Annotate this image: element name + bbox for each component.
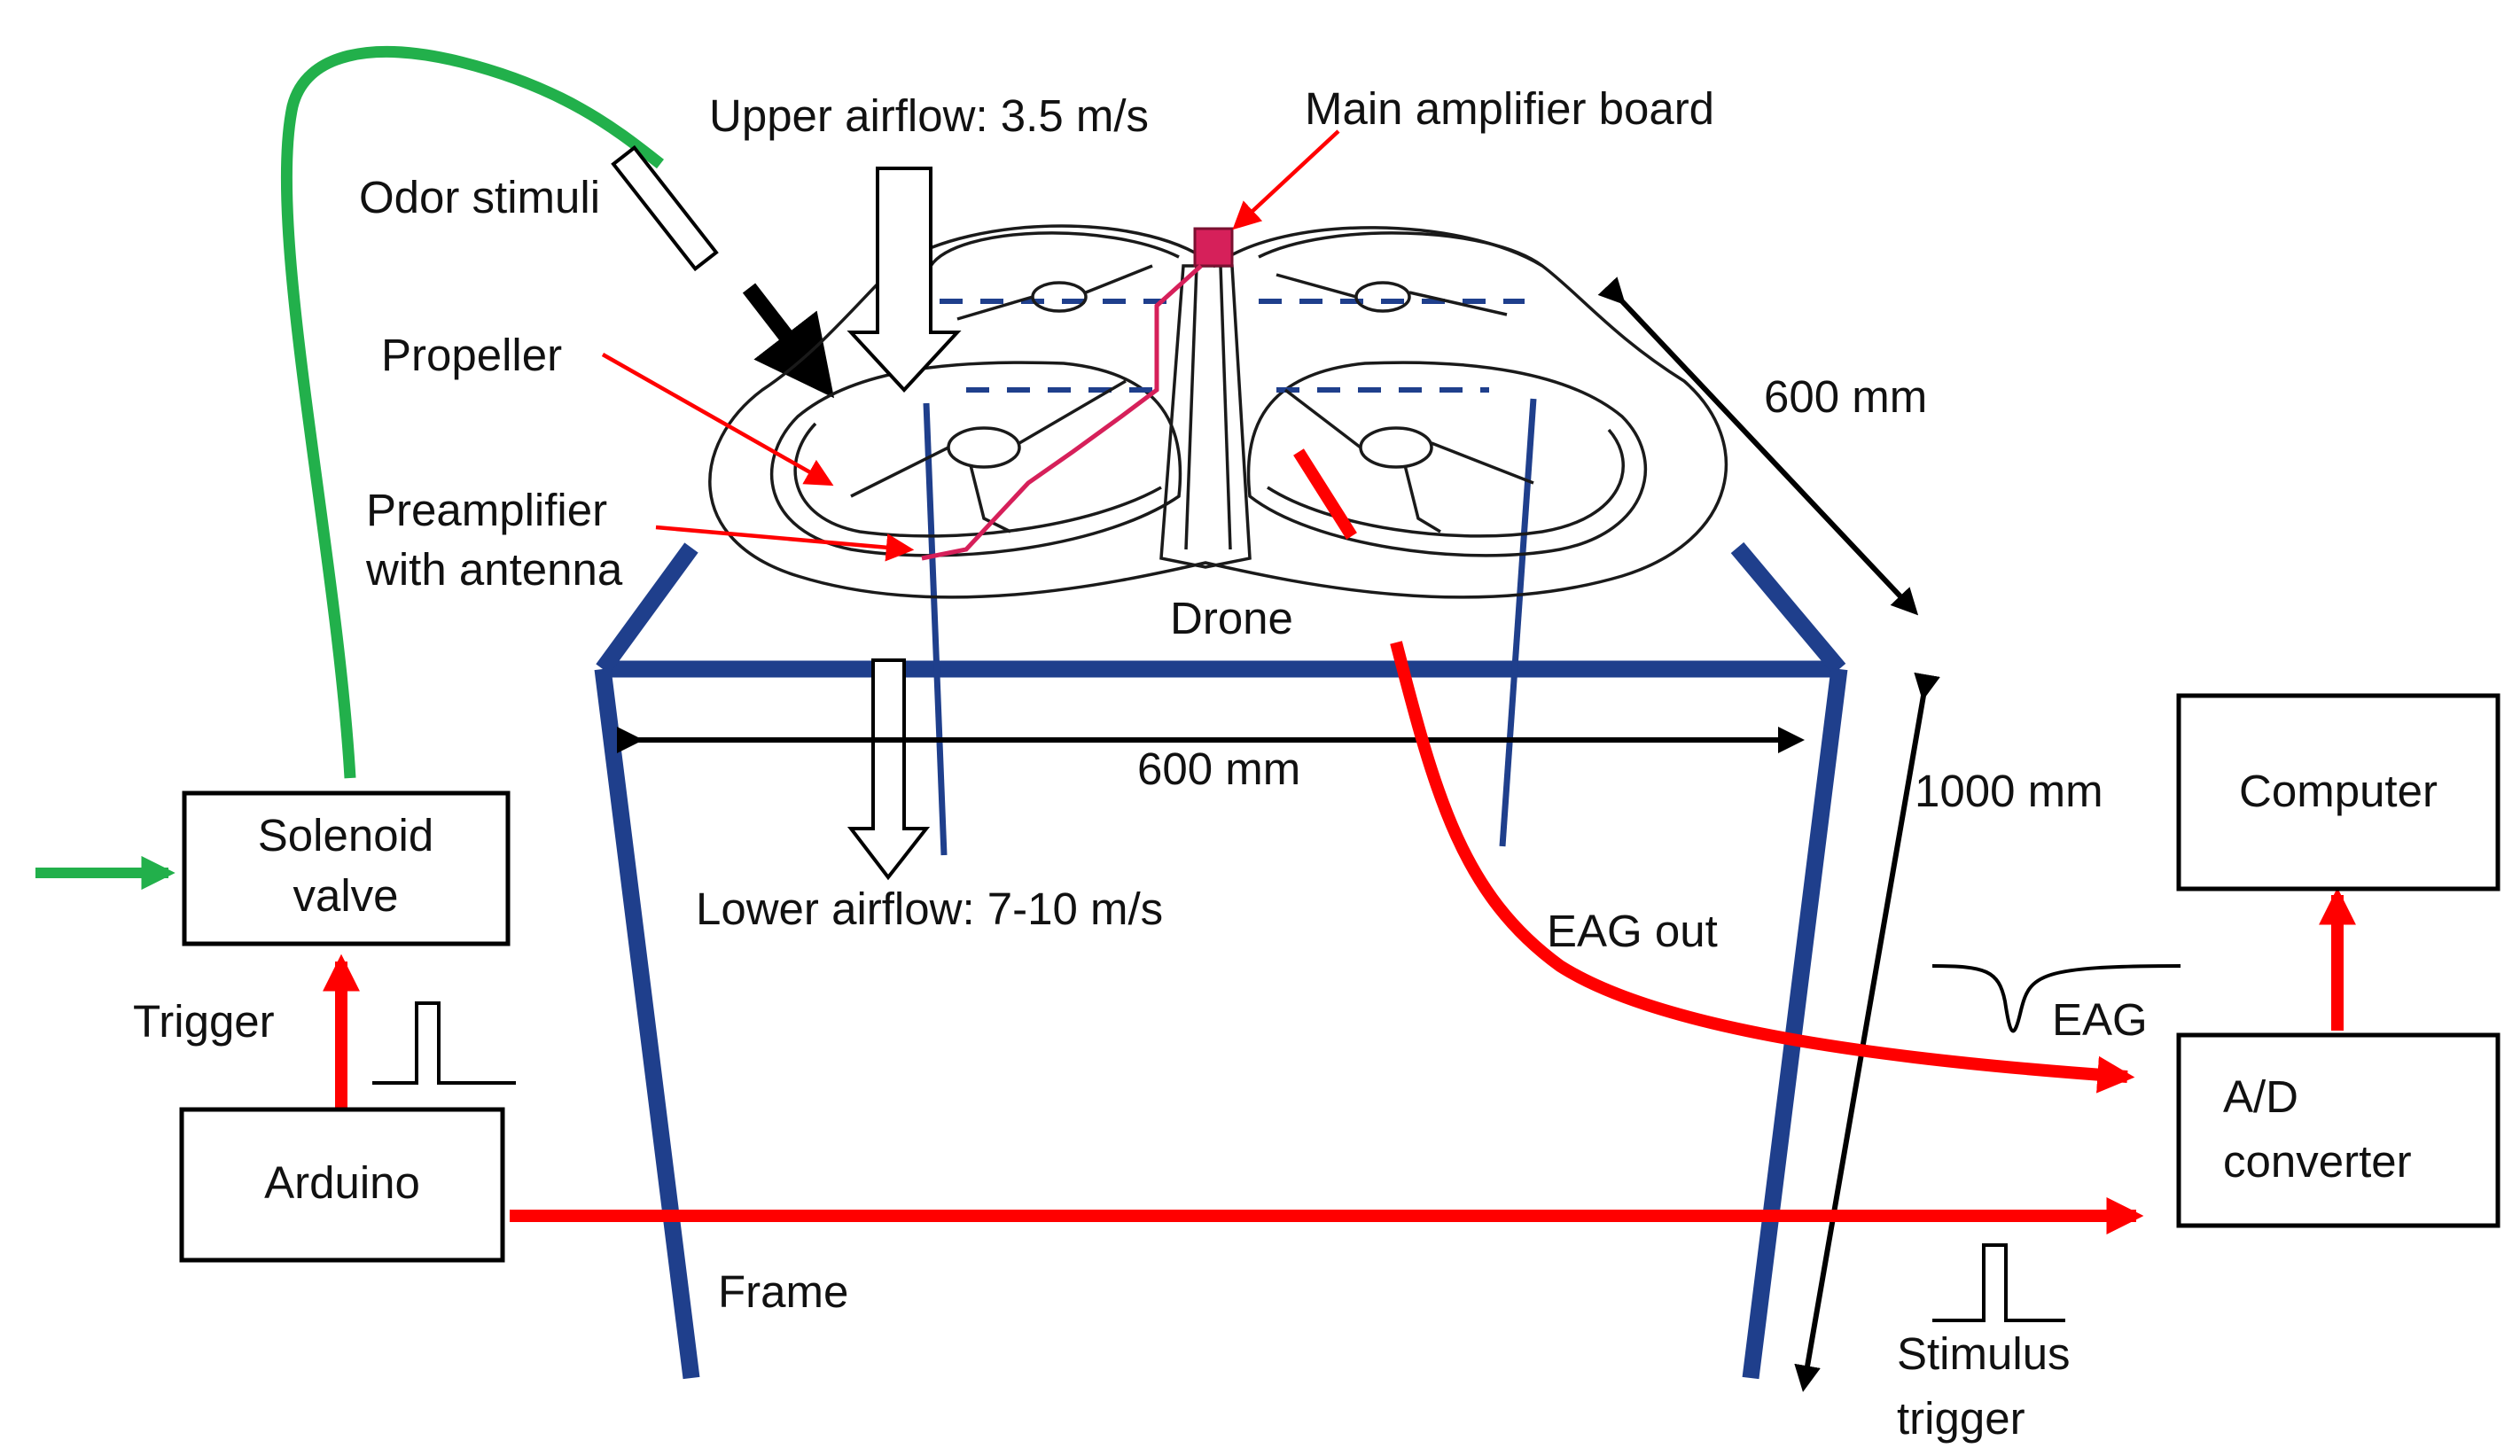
arduino-box: Arduino: [179, 1107, 505, 1263]
preamplifier-label-line2: with antenna: [365, 544, 623, 595]
dimension-depth-arrow: [1597, 276, 1919, 616]
drone: [708, 224, 1728, 599]
propeller-rear-right: [1276, 273, 1508, 316]
width-dimension-label: 600 mm: [1137, 744, 1300, 794]
propeller-front-left: [850, 379, 1127, 533]
preamplifier-pointer: [655, 525, 915, 562]
depth-dimension-label: 600 mm: [1764, 371, 1927, 422]
ad-label-line1: A/D: [2223, 1071, 2298, 1122]
eag-waveform: [1931, 964, 2181, 1033]
eag-out-label: EAG out: [1547, 906, 1718, 956]
odor-cartridge: [611, 144, 719, 272]
computer-label: Computer: [2239, 766, 2438, 816]
main-amplifier-label: Main amplifier board: [1305, 83, 1714, 134]
frame-label: Frame: [718, 1266, 848, 1317]
lower-airflow-arrow: [847, 658, 931, 881]
propeller-rear-left: [956, 264, 1153, 321]
propeller-pointer: [601, 353, 834, 487]
height-dimension-label: 1000 mm: [1915, 766, 2103, 816]
propeller-label: Propeller: [381, 330, 562, 380]
propeller-front-right: [1283, 388, 1534, 533]
odor-tube: [280, 45, 664, 779]
eag-out-signal: [1293, 448, 2127, 1077]
preamplifier-label-line1: Preamplifier: [366, 485, 607, 535]
odor-release-arrow: [742, 283, 835, 399]
ad-label-line2: converter: [2223, 1136, 2412, 1187]
solenoid-valve-box: Solenoid valve: [182, 790, 511, 946]
odor-stimuli-label: Odor stimuli: [359, 172, 600, 222]
preamp-wire: [921, 264, 1203, 561]
dimension-height-arrow: [1794, 672, 1940, 1392]
ad-converter-box: A/D converter: [2176, 1032, 2500, 1228]
stimulus-trigger-label-line1: Stimulus: [1897, 1328, 2071, 1379]
eag-label: EAG: [2052, 994, 2148, 1045]
main-amplifier-board: [1193, 227, 1234, 268]
lower-airflow-label: Lower airflow: 7-10 m/s: [696, 884, 1163, 934]
stimulus-pulse-waveform: [1932, 1243, 2065, 1322]
amplifier-pointer: [1232, 129, 1340, 230]
solenoid-label-line2: valve: [293, 870, 398, 921]
arduino-label: Arduino: [264, 1157, 420, 1208]
trigger-label: Trigger: [133, 996, 275, 1047]
computer-box: Computer: [2176, 693, 2500, 892]
solenoid-label-line1: Solenoid: [258, 810, 434, 860]
upper-airflow-arrow: [847, 167, 962, 393]
trigger-pulse-waveform: [372, 1001, 516, 1085]
stimulus-trigger-label-line2: trigger: [1897, 1393, 2025, 1444]
upper-airflow-label: Upper airflow: 3.5 m/s: [709, 90, 1149, 141]
drone-label: Drone: [1170, 593, 1293, 643]
